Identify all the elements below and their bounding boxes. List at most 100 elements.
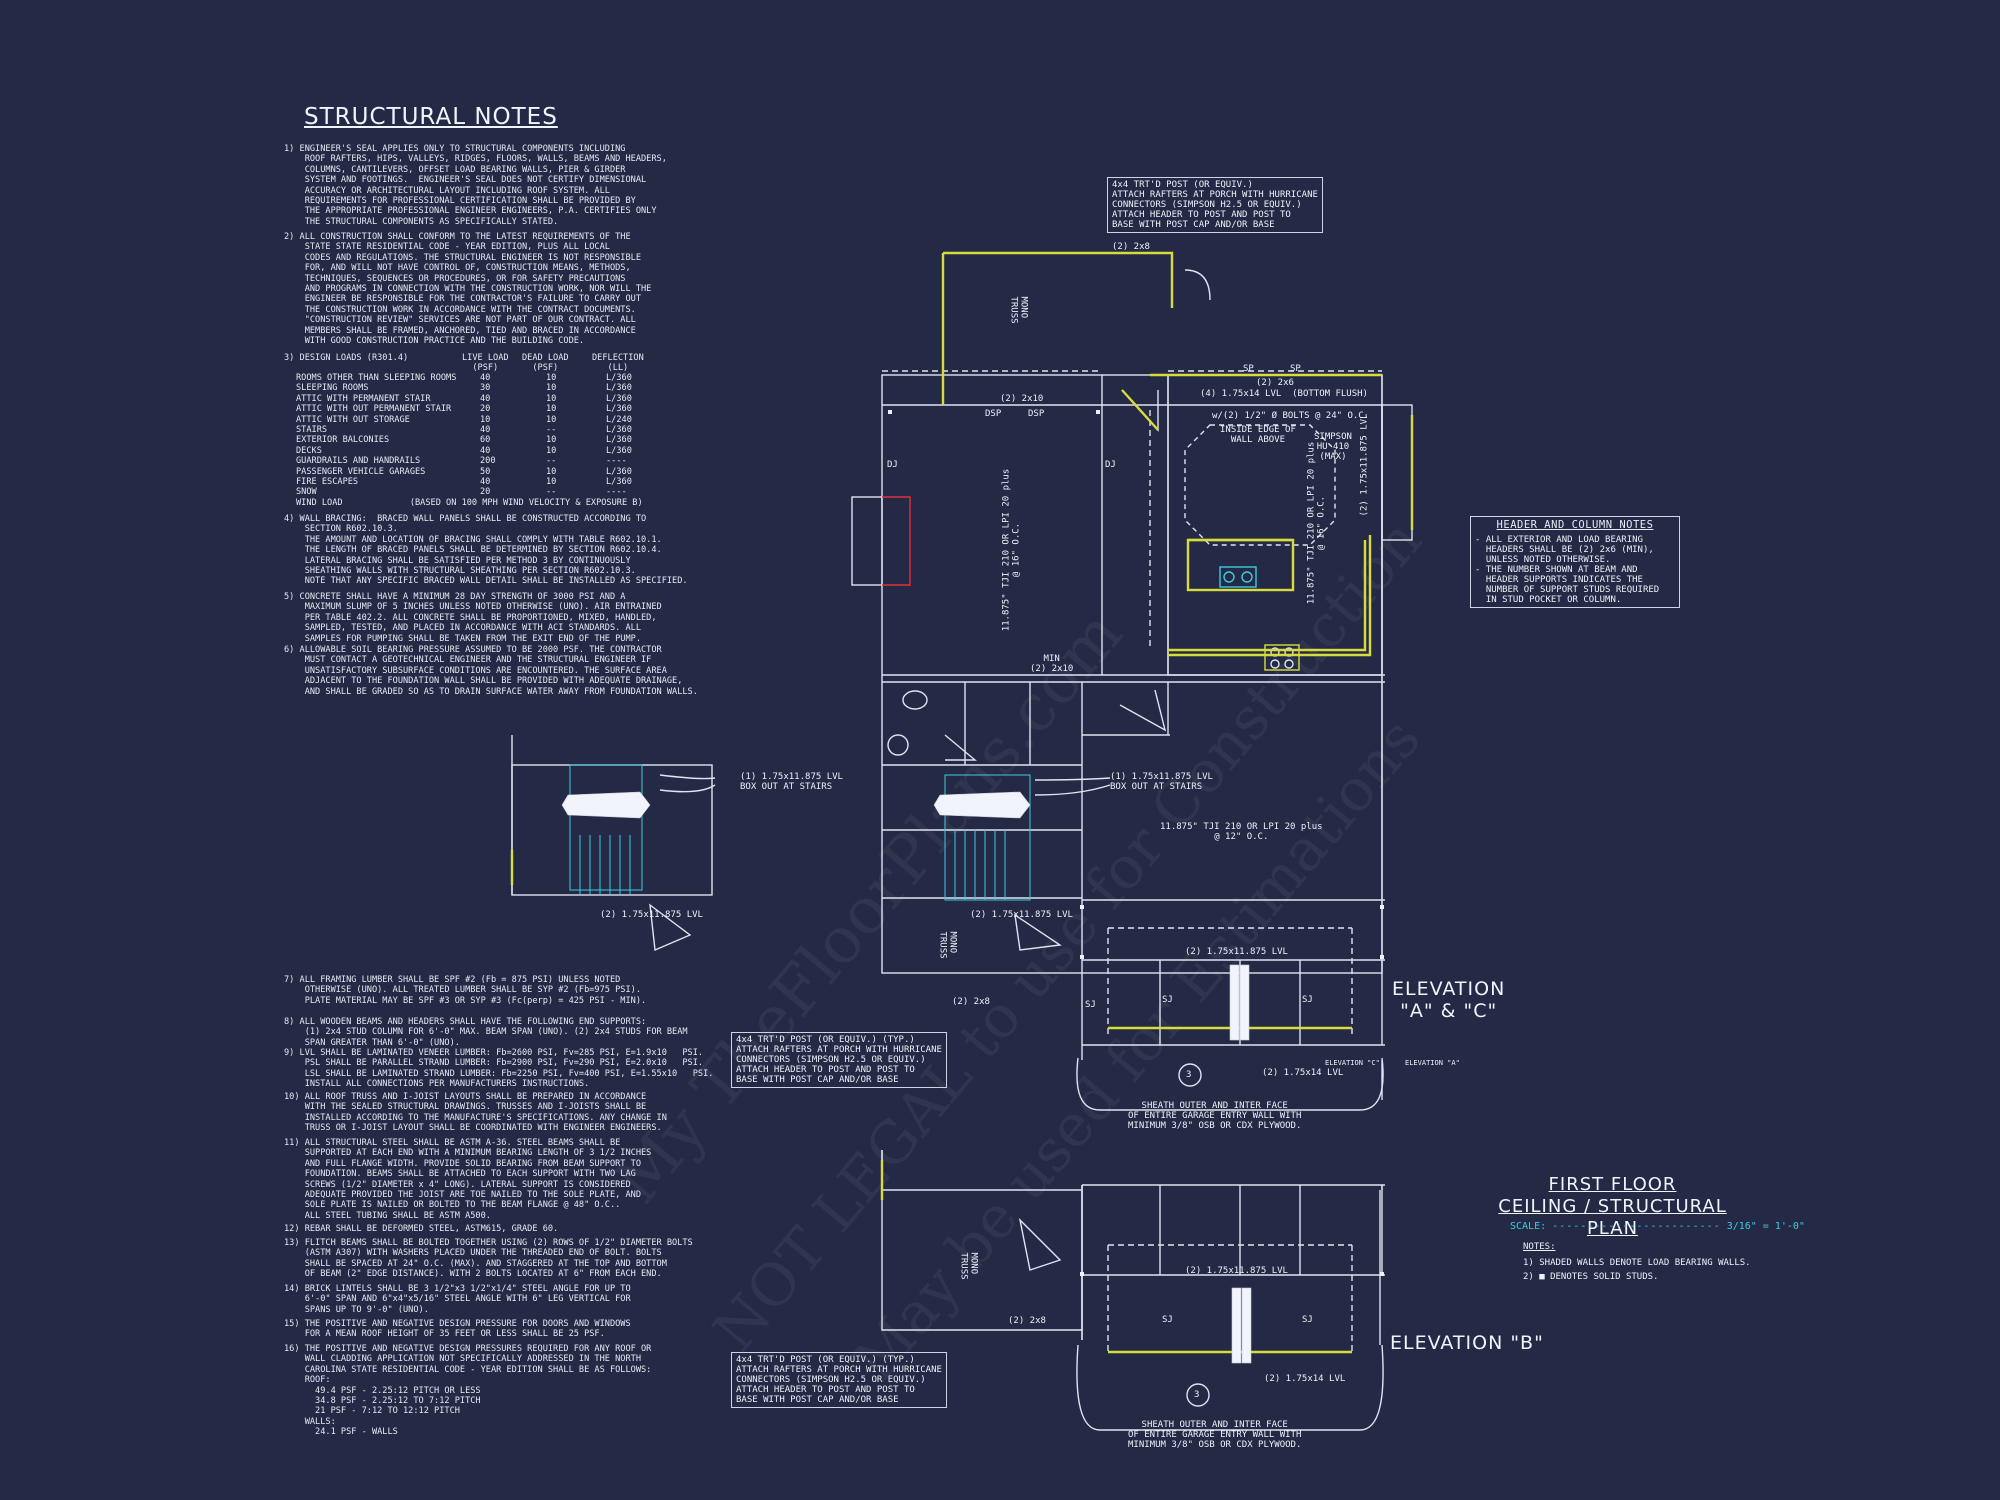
header-column-notes-title: HEADER AND COLUMN NOTES — [1496, 519, 1654, 531]
label-sp-2: SP — [1290, 364, 1301, 374]
elevation-b-label: ELEVATION "B" — [1390, 1332, 1544, 1354]
label-tji-3: 11.875" TJI 210 OR LPI 20 plus @ 16" O.C… — [1306, 441, 1327, 605]
structural-note-2: 2) ALL CONSTRUCTION SHALL CONFORM TO THE… — [284, 232, 652, 347]
sink-round — [887, 734, 909, 756]
structural-note-13: 13) FLITCH BEAMS SHALL BE BOLTED TOGETHE… — [284, 1238, 693, 1280]
circle-label-2: 3 — [1194, 1390, 1200, 1400]
structural-note-4: 4) WALL BRACING: BRACED WALL PANELS SHAL… — [284, 514, 688, 587]
scale-label: SCALE: — [1510, 1221, 1547, 1232]
callout-porch-post-mid: 4x4 TRT'D POST (OR EQUIV.) (TYP.) ATTACH… — [731, 1032, 947, 1088]
load-live: 10 — [480, 414, 491, 425]
wind-load: WIND LOAD (BASED ON 100 MPH WIND VELOCIT… — [296, 498, 643, 508]
load-type: EXTERIOR BALCONIES — [296, 435, 390, 446]
label-elev-a-tag: ELEVATION "A" — [1405, 1059, 1460, 1067]
load-defl: L/360 — [606, 383, 632, 394]
structural-note-7: 7) ALL FRAMING LUMBER SHALL BE SPF #2 (F… — [284, 975, 647, 1006]
sheath-bracket-2 — [1076, 1344, 1384, 1431]
load-dead: 10 — [546, 435, 557, 446]
label-tji-2: 11.875" TJI 210 OR LPI 20 plus @ 12" O.C… — [1160, 822, 1323, 842]
steel-beam — [1229, 964, 1240, 1041]
callout-sheath-1: SHEATH OUTER AND INTER FACE OF ENTIRE GA… — [1128, 1101, 1302, 1131]
label-lvl-vertical-right: (2) 1.75x11.875 LVL — [1359, 413, 1370, 517]
toilet — [902, 690, 928, 710]
label-2x8-bot: (2) 2x8 — [1008, 1316, 1046, 1326]
label-2x8-mid: (2) 2x8 — [952, 997, 990, 1007]
design-loads-heading: 3) DESIGN LOADS (R301.4) — [284, 353, 409, 363]
load-dead: 10 — [546, 404, 557, 415]
load-type: ROOMS OTHER THAN SLEEPING ROOMS — [296, 373, 457, 383]
loads-col-live: LIVE LOAD (PSF) — [462, 353, 509, 374]
elevation-ac-label: ELEVATION "A" & "C" — [1392, 978, 1506, 1022]
structural-note-11: 11) ALL STRUCTURAL STEEL SHALL BE ASTM A… — [284, 1138, 652, 1221]
callout-porch-post-bot: 4x4 TRT'D POST (OR EQUIV.) (TYP.) ATTACH… — [731, 1352, 947, 1408]
load-defl: L/360 — [606, 404, 632, 415]
load-defl: L/240 — [606, 414, 632, 425]
load-defl: L/360 — [606, 476, 632, 487]
structural-note-16: 16) THE POSITIVE AND NEGATIVE DESIGN PRE… — [284, 1344, 652, 1438]
callout-box-out-mid: (1) 1.75x11.875 LVL BOX OUT AT STAIRS — [1110, 772, 1213, 792]
scale-value: 3/16" = 1'-0" — [1726, 1221, 1805, 1232]
label-mono-truss-top: MONO TRUSS — [1008, 296, 1029, 324]
plan-title-line-2: CEILING / STRUCTURAL PLAN — [1498, 1196, 1727, 1239]
load-defl: L/360 — [606, 435, 632, 446]
structural-note-9: 9) LVL SHALL BE LAMINATED VENEER LUMBER:… — [284, 1048, 714, 1090]
header-column-notes-text: - ALL EXTERIOR AND LOAD BEARING HEADERS … — [1475, 535, 1660, 605]
sink — [1187, 539, 1294, 591]
label-2x6: (2) 2x6 — [1256, 378, 1294, 388]
label-sj-2: SJ — [1302, 995, 1313, 1005]
load-live: 30 — [480, 383, 491, 394]
load-defl: L/360 — [606, 424, 632, 435]
label-sj-1: SJ — [1162, 995, 1173, 1005]
load-dead: 10 — [546, 445, 557, 456]
label-2x10: (2) 2x10 — [1000, 394, 1044, 404]
structural-note-14: 14) BRICK LINTELS SHALL BE 3 1/2"x3 1/2"… — [284, 1284, 631, 1315]
structural-note-12: 12) REBAR SHALL BE DEFORMED STEEL, ASTM6… — [284, 1224, 559, 1234]
label-mono-truss-bot: MONO TRUSS — [958, 1252, 979, 1280]
load-type: FIRE ESCAPES — [296, 476, 359, 487]
load-live: 20 — [480, 487, 491, 498]
load-defl: L/360 — [606, 393, 632, 404]
label-tji-1: 11.875" TJI 210 OR LPI 20 plus @ 16" O.C… — [1001, 468, 1022, 632]
label-min-2x10: MIN (2) 2x10 — [1030, 654, 1074, 674]
load-dead: 10 — [546, 373, 557, 383]
structural-note-8: 8) ALL WOODEN BEAMS AND HEADERS SHALL HA… — [284, 1017, 688, 1048]
load-live: 40 — [480, 476, 491, 487]
load-defl: L/360 — [606, 373, 632, 383]
header-column-notes: HEADER AND COLUMN NOTES - ALL EXTERIOR A… — [1470, 516, 1680, 608]
plan-scale: SCALE: ------------------------ 3/16" = … — [1510, 1221, 1805, 1232]
label-lvl-left-detail: (2) 1.75x11.875 LVL — [600, 910, 703, 920]
callout-sheath-2: SHEATH OUTER AND INTER FACE OF ENTIRE GA… — [1128, 1420, 1302, 1450]
stair-detail-left — [511, 764, 713, 896]
label-elev-c-tag: ELEVATION "C" — [1325, 1059, 1380, 1067]
label-sj-3: SJ — [1085, 1000, 1096, 1010]
label-bolts: w/(2) 1/2" Ø BOLTS @ 24" O.C. — [1212, 411, 1370, 421]
load-defl: L/360 — [606, 466, 632, 477]
structural-note-10: 10) ALL ROOF TRUSS AND I-JOIST LAYOUTS S… — [284, 1092, 667, 1134]
load-type: PASSENGER VEHICLE GARAGES — [296, 466, 426, 477]
structural-note-15: 15) THE POSITIVE AND NEGATIVE DESIGN PRE… — [284, 1319, 631, 1340]
structural-note-6: 6) ALLOWABLE SOIL BEARING PRESSURE ASSUM… — [284, 645, 698, 697]
load-type: ATTIC WITH OUT STORAGE — [296, 414, 410, 425]
load-dead: 10 — [546, 466, 557, 477]
post-marker-circle — [1186, 1383, 1210, 1407]
load-live: 40 — [480, 393, 491, 404]
stairwell — [944, 774, 1031, 901]
load-live: 60 — [480, 435, 491, 446]
post-marker-circle — [1178, 1063, 1202, 1087]
load-defl: ---- — [606, 487, 627, 498]
load-live: 40 — [480, 445, 491, 456]
plan-title-line-1: FIRST FLOOR — [1548, 1174, 1677, 1195]
load-type: ATTIC WITH OUT PERMANENT STAIR — [296, 404, 452, 415]
load-live: 40 — [480, 424, 491, 435]
porch-beam — [943, 251, 1174, 308]
label-dj-1: DJ — [887, 460, 898, 470]
label-sj-5: SJ — [1302, 1315, 1313, 1325]
load-live: 40 — [480, 373, 491, 383]
load-dead: -- — [546, 456, 557, 467]
callout-porch-post-top: 4x4 TRT'D POST (OR EQUIV.) ATTACH RAFTER… — [1107, 177, 1323, 233]
